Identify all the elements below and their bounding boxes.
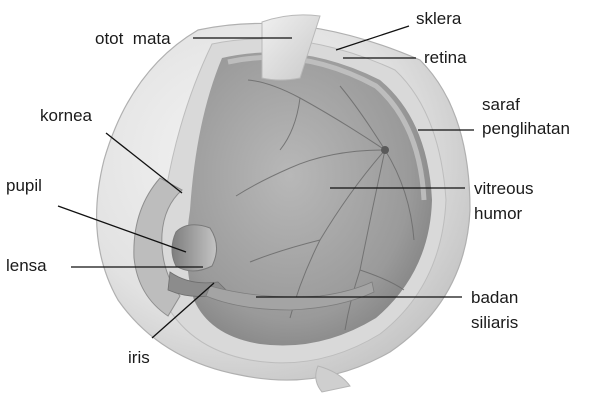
label-iris: iris <box>128 348 150 367</box>
label-saraf-line2: penglihatan <box>482 119 570 138</box>
label-vitreous-line2: humor <box>474 204 523 223</box>
eyeball-illustration <box>97 15 470 392</box>
lens <box>172 225 217 271</box>
label-pupil: pupil <box>6 176 42 195</box>
label-otot-mata: otot mata <box>95 29 171 48</box>
optic-disc <box>381 146 389 154</box>
label-vitreous-line1: vitreous <box>474 179 534 198</box>
label-saraf-line1: saraf <box>482 95 520 114</box>
label-retina: retina <box>424 48 467 67</box>
label-sklera: sklera <box>416 9 462 28</box>
label-kornea: kornea <box>40 106 93 125</box>
label-badan-line2: siliaris <box>471 313 518 332</box>
label-lensa: lensa <box>6 256 47 275</box>
label-badan-line1: badan <box>471 288 518 307</box>
